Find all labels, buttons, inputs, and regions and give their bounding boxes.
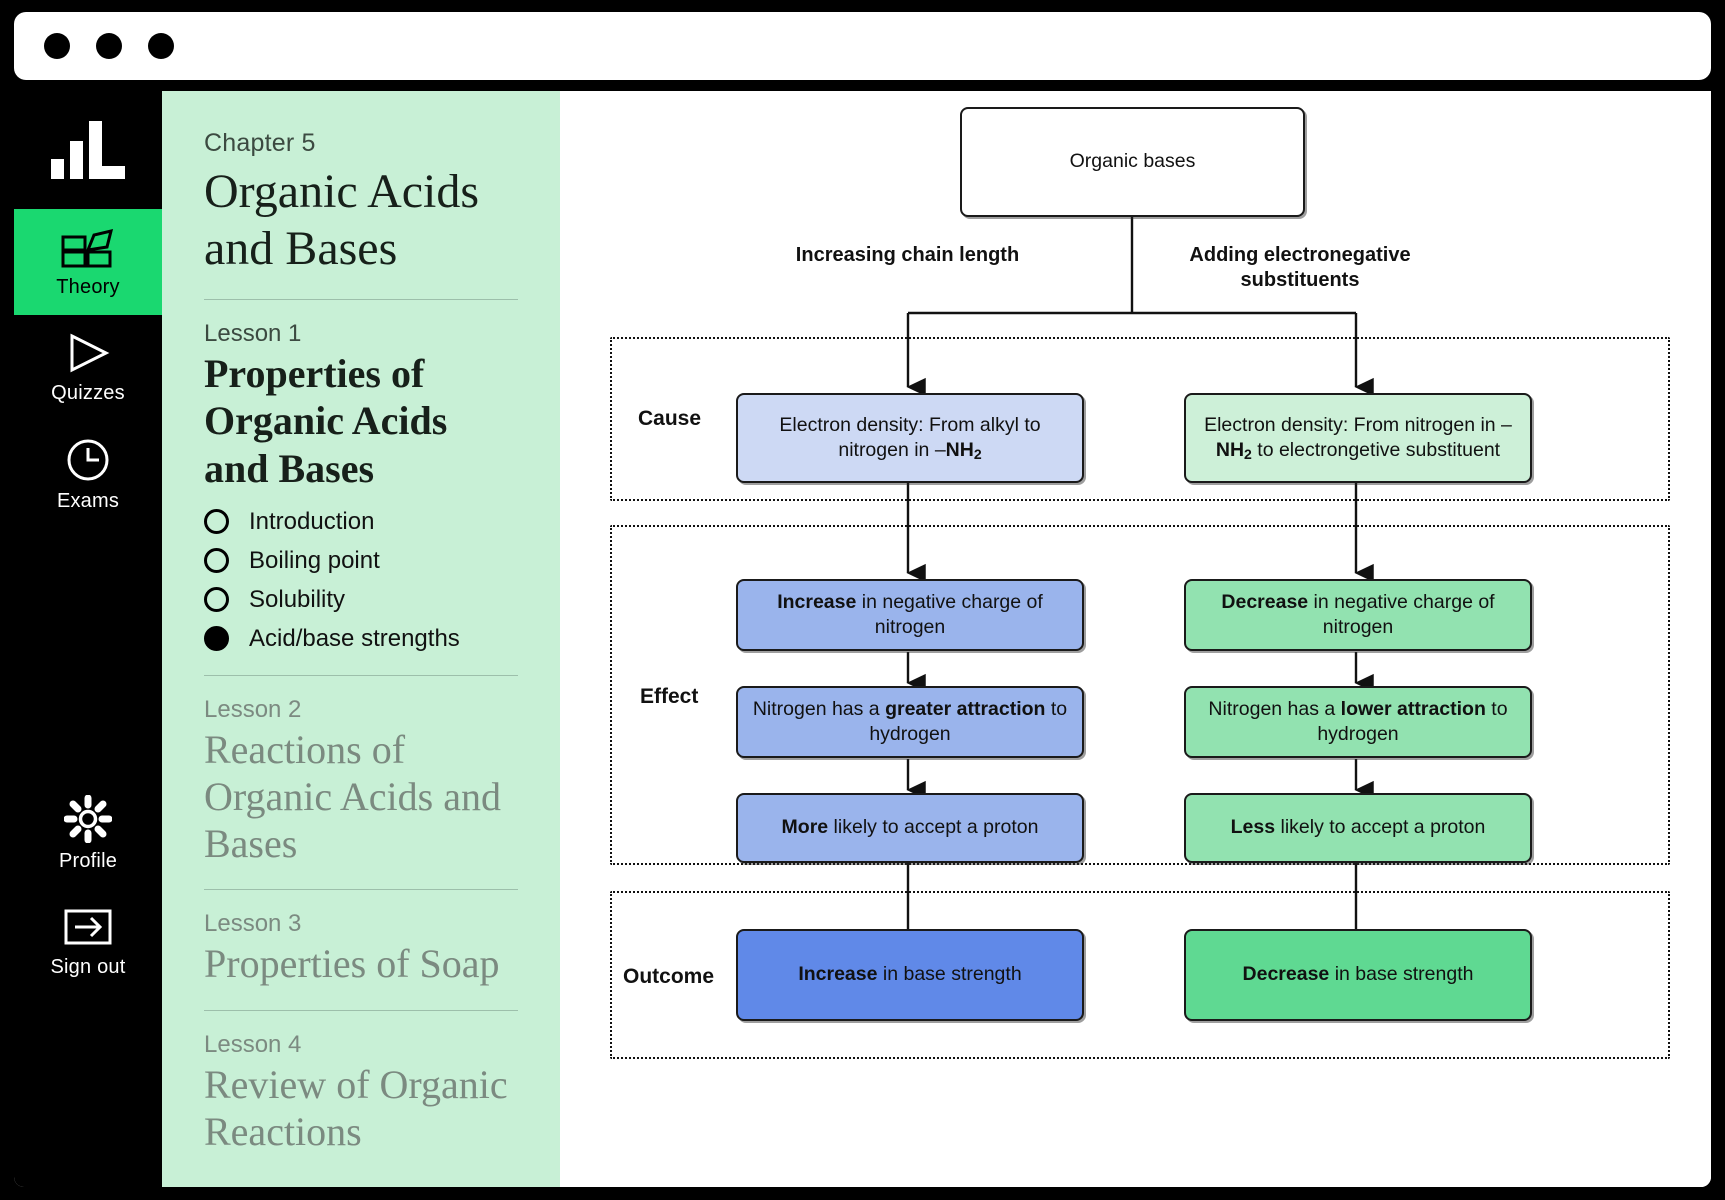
flow-node-text: Nitrogen has a lower attraction to hydro… bbox=[1208, 697, 1508, 745]
lesson-sidebar[interactable]: Chapter 5 Organic Acids and Bases Lesson… bbox=[162, 91, 560, 1187]
sidebar-item-label: Profile bbox=[58, 850, 118, 872]
divider bbox=[204, 299, 518, 301]
chapter-label: Chapter 5 bbox=[204, 129, 316, 157]
blocks-icon bbox=[61, 228, 114, 268]
flow-node-effect-left-2[interactable]: Nitrogen has a greater attraction to hyd… bbox=[736, 686, 1084, 758]
nav-rail: Theory Quizzes Exams bbox=[14, 91, 162, 1187]
row-label-outcome: Outcome bbox=[623, 965, 715, 988]
lesson-title: Properties of Organic Acids and Bases bbox=[204, 351, 448, 491]
lesson-title: Reactions of Organic Acids and Bases bbox=[204, 726, 501, 867]
topic-label: Introduction bbox=[249, 507, 375, 535]
minimize-dot[interactable] bbox=[96, 33, 122, 59]
flow-node-text: Decrease in base strength bbox=[1242, 963, 1474, 986]
topic-label: Boiling point bbox=[249, 546, 380, 574]
clock-icon bbox=[67, 439, 109, 481]
divider bbox=[204, 889, 518, 891]
topic-bullet-icon bbox=[204, 587, 229, 613]
list-item[interactable]: Solubility bbox=[204, 586, 518, 614]
flow-node-cause-right[interactable]: Electron density: From nitrogen in –NH2 … bbox=[1184, 393, 1532, 483]
flow-node-text: Increase in base strength bbox=[798, 963, 1022, 986]
flowchart: Organic bases Increasing chain length Ad… bbox=[560, 91, 1711, 1187]
sidebar-item-label: Exams bbox=[56, 490, 120, 512]
content-canvas: Organic bases Increasing chain length Ad… bbox=[560, 91, 1711, 1187]
lesson-title: Review of Organic Reactions bbox=[204, 1061, 508, 1154]
flow-node-cause-left[interactable]: Electron density: From alkyl to nitrogen… bbox=[736, 393, 1084, 483]
page-title: Organic Acids and Bases bbox=[204, 165, 480, 275]
flow-node-text: Nitrogen has a greater attraction to hyd… bbox=[752, 697, 1068, 745]
close-dot[interactable] bbox=[44, 33, 70, 59]
sidebar-item-label: Theory bbox=[56, 276, 120, 298]
row-label-effect: Effect bbox=[640, 685, 699, 708]
play-icon bbox=[70, 333, 110, 373]
sidebar-item-theory[interactable]: Theory bbox=[14, 209, 162, 315]
flow-node-text: Increase in negative charge of nitrogen bbox=[777, 590, 1043, 638]
topic-label: Solubility bbox=[249, 585, 346, 613]
app-logo bbox=[14, 91, 162, 209]
divider bbox=[204, 1009, 518, 1011]
flow-node-text: Organic bases bbox=[1069, 150, 1196, 173]
lesson-label: Lesson 4 bbox=[204, 1030, 302, 1058]
lesson-label: Lesson 2 bbox=[204, 695, 302, 723]
topic-list: Introduction Boiling point Solubility Ac… bbox=[204, 508, 518, 653]
lesson-block-2[interactable]: Lesson 2 Reactions of Organic Acids and … bbox=[204, 696, 518, 868]
lesson-block-1[interactable]: Lesson 1 Properties of Organic Acids and… bbox=[204, 320, 518, 653]
gear-icon bbox=[64, 795, 112, 843]
flow-node-text: Less likely to accept a proton bbox=[1230, 816, 1486, 839]
flow-node-root[interactable]: Organic bases bbox=[960, 107, 1305, 217]
rail-spacer bbox=[14, 529, 162, 779]
topic-label: Acid/base strengths bbox=[249, 624, 460, 652]
group-cause bbox=[610, 337, 1670, 501]
branch-label-left: Increasing chain length bbox=[795, 244, 1020, 266]
flow-node-effect-right-3[interactable]: Less likely to accept a proton bbox=[1184, 793, 1532, 863]
flow-node-outcome-right[interactable]: Decrease in base strength bbox=[1184, 929, 1532, 1021]
lesson-label: Lesson 1 bbox=[204, 320, 302, 348]
lesson-block-4[interactable]: Lesson 4 Review of Organic Reactions bbox=[204, 1031, 518, 1155]
app-window: Theory Quizzes Exams bbox=[8, 8, 1717, 1192]
bar-chart-logo-icon bbox=[51, 121, 125, 179]
list-item[interactable]: Acid/base strengths bbox=[204, 625, 518, 653]
lesson-label: Lesson 3 bbox=[204, 910, 302, 938]
flow-node-text: Decrease in negative charge of nitrogen bbox=[1221, 590, 1495, 638]
sidebar-item-exams[interactable]: Exams bbox=[14, 421, 162, 529]
list-item[interactable]: Boiling point bbox=[204, 547, 518, 575]
maximize-dot[interactable] bbox=[148, 33, 174, 59]
topic-bullet-selected-icon bbox=[204, 626, 229, 652]
flow-node-effect-left-3[interactable]: More likely to accept a proton bbox=[736, 793, 1084, 863]
group-effect bbox=[610, 525, 1670, 865]
flow-node-effect-right-1[interactable]: Decrease in negative charge of nitrogen bbox=[1184, 579, 1532, 651]
sidebar-item-quizzes[interactable]: Quizzes bbox=[14, 315, 162, 421]
topic-bullet-icon bbox=[204, 548, 229, 574]
topic-bullet-icon bbox=[204, 509, 229, 535]
flow-node-text: More likely to accept a proton bbox=[781, 816, 1039, 839]
sign-out-icon bbox=[64, 909, 112, 945]
group-outcome bbox=[610, 891, 1670, 1059]
lesson-title: Properties of Soap bbox=[204, 941, 500, 987]
row-label-cause: Cause bbox=[638, 407, 702, 430]
app-body: Theory Quizzes Exams bbox=[14, 91, 1711, 1187]
sidebar-item-label: Quizzes bbox=[51, 382, 125, 404]
sidebar-item-label: Sign out bbox=[50, 956, 126, 978]
flow-node-text: Electron density: From alkyl to nitrogen… bbox=[779, 413, 1041, 463]
flow-node-outcome-left[interactable]: Increase in base strength bbox=[736, 929, 1084, 1021]
sidebar-item-profile[interactable]: Profile bbox=[14, 779, 162, 889]
flow-node-effect-left-1[interactable]: Increase in negative charge of nitrogen bbox=[736, 579, 1084, 651]
flow-node-effect-right-2[interactable]: Nitrogen has a lower attraction to hydro… bbox=[1184, 686, 1532, 758]
list-item[interactable]: Introduction bbox=[204, 508, 518, 536]
branch-label-right: Adding electronegative substituents bbox=[1189, 244, 1411, 291]
divider bbox=[204, 674, 518, 676]
sidebar-item-sign-out[interactable]: Sign out bbox=[14, 889, 162, 995]
window-titlebar bbox=[14, 12, 1711, 80]
flow-node-text: Electron density: From nitrogen in –NH2 … bbox=[1204, 413, 1512, 463]
lesson-block-3[interactable]: Lesson 3 Properties of Soap bbox=[204, 910, 518, 987]
